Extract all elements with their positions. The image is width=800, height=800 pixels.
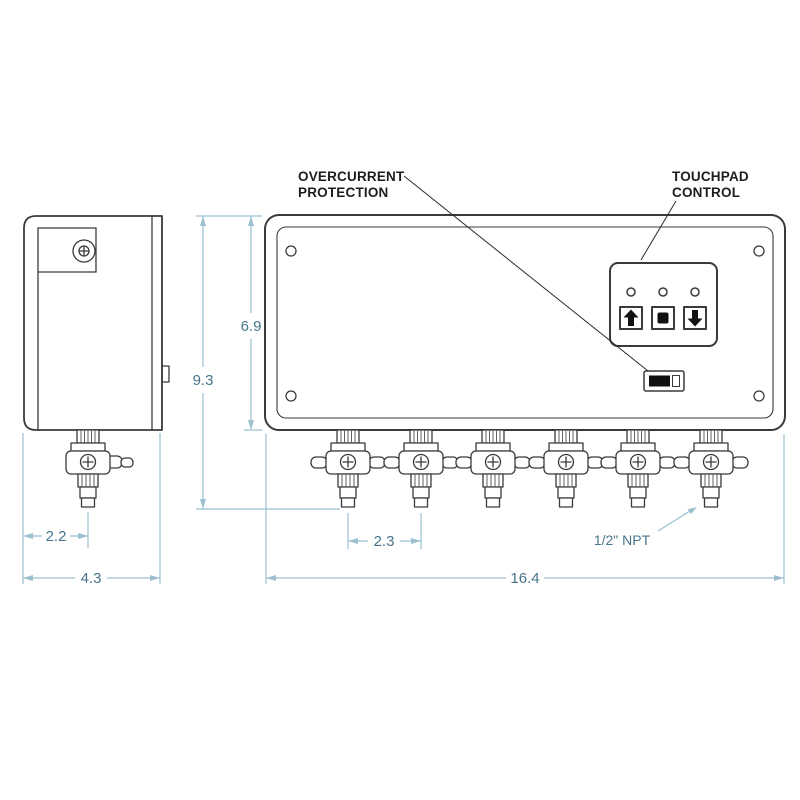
callout-layer: OVERCURRENT PROTECTION TOUCHPAD CONTROL	[298, 169, 749, 372]
side-screw-icon	[72, 239, 96, 263]
dimension-layer: 6.9 9.3 2.2 4.3 2.3 16.4 1/2" NPT	[22, 215, 785, 587]
led-indicator	[626, 287, 636, 297]
side-hinge-block	[37, 227, 97, 431]
npt-thread-label: 1/2" NPT	[594, 532, 651, 548]
side-breaker-tab	[161, 365, 170, 383]
callout-texts: OVERCURRENT PROTECTION TOUCHPAD CONTROL	[298, 169, 749, 200]
dim-total-height-label: 9.3	[193, 372, 214, 389]
valve-assembly	[310, 429, 386, 508]
dim-box-height-label: 6.9	[241, 318, 262, 335]
dim-depth-label: 4.3	[81, 570, 102, 587]
overcurrent-leader-line	[403, 175, 649, 372]
led-indicator	[690, 287, 700, 297]
callout-leader-lines	[403, 175, 677, 372]
touchpad-callout-line1: TOUCHPAD	[672, 169, 749, 184]
overcurrent-device	[643, 370, 685, 392]
drawing-layer	[23, 214, 786, 508]
dim-arrowheads	[23, 216, 784, 581]
led-indicator	[658, 287, 668, 297]
overcurrent-callout-line1: OVERCURRENT	[298, 169, 405, 184]
dim-valve-offset-label: 2.2	[46, 528, 67, 545]
valve-assembly	[528, 429, 604, 508]
extension-lines	[22, 215, 785, 584]
mounting-hole	[285, 390, 297, 402]
front-view	[264, 214, 786, 431]
up-arrow-icon	[623, 309, 639, 326]
valve-assembly	[383, 429, 459, 508]
mounting-hole	[753, 245, 765, 257]
touchpad-button-icons	[623, 309, 703, 327]
dim-total-width-label: 16.4	[510, 570, 539, 587]
down-arrow-icon	[687, 310, 703, 327]
dim-labels: 6.9 9.3 2.2 4.3 2.3 16.4 1/2" NPT	[46, 318, 651, 587]
front-valves	[310, 429, 749, 508]
overcurrent-callout-line2: PROTECTION	[298, 185, 389, 200]
side-valve-assembly	[65, 429, 134, 508]
down-button[interactable]	[683, 306, 707, 330]
touchpad-leader-line	[640, 200, 677, 261]
valve-assembly	[600, 429, 676, 508]
filled-square-icon	[657, 312, 669, 324]
npt-leader-line	[657, 507, 695, 532]
up-button[interactable]	[619, 306, 643, 330]
dim-valve-spacing-label: 2.3	[374, 533, 395, 550]
valve-assembly	[673, 429, 749, 508]
mounting-hole	[753, 390, 765, 402]
mounting-hole	[285, 245, 297, 257]
center-button[interactable]	[651, 306, 675, 330]
side-view	[23, 215, 170, 508]
touchpad-callout-line2: CONTROL	[672, 185, 740, 200]
touchpad-panel	[609, 262, 718, 347]
valve-assembly	[455, 429, 531, 508]
